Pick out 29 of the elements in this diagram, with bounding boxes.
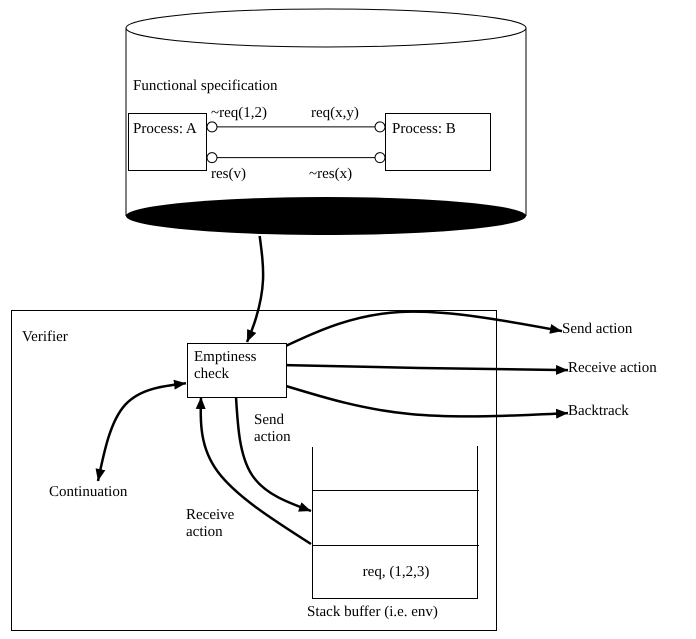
channel-line [206,121,386,132]
node-label: Process: A [133,121,197,138]
arrow [196,396,312,546]
output-label: Backtrack [568,403,629,421]
channel-line [206,152,386,164]
node-label: req, (1,2,3) [362,564,430,582]
check-box [187,343,287,398]
stack-buffer [312,446,478,599]
port-label: ~res(x) [309,166,352,184]
arrow [286,364,568,375]
port-label: ~req(1,2) [211,105,268,122]
output-label: Receive action [568,360,657,378]
node-label: Process: B [392,121,456,138]
process-box [385,113,491,171]
output-label: Continuation [49,484,128,502]
arrow [246,236,264,342]
node-label: Functional specification [133,78,278,96]
node-label: Verifier [22,329,68,346]
port-label: req(x,y) [311,105,359,122]
process-box [128,113,207,171]
edge-label: Send action [254,412,314,446]
output-label: Send action [562,321,632,339]
arrow [285,310,562,347]
node-label: Emptiness check [194,349,258,384]
buffer-caption: Stack buffer (i.e. env) [307,604,438,622]
arrow [96,380,186,482]
port-label: res(v) [211,166,246,184]
arrow [286,384,568,419]
arrow [234,396,312,512]
